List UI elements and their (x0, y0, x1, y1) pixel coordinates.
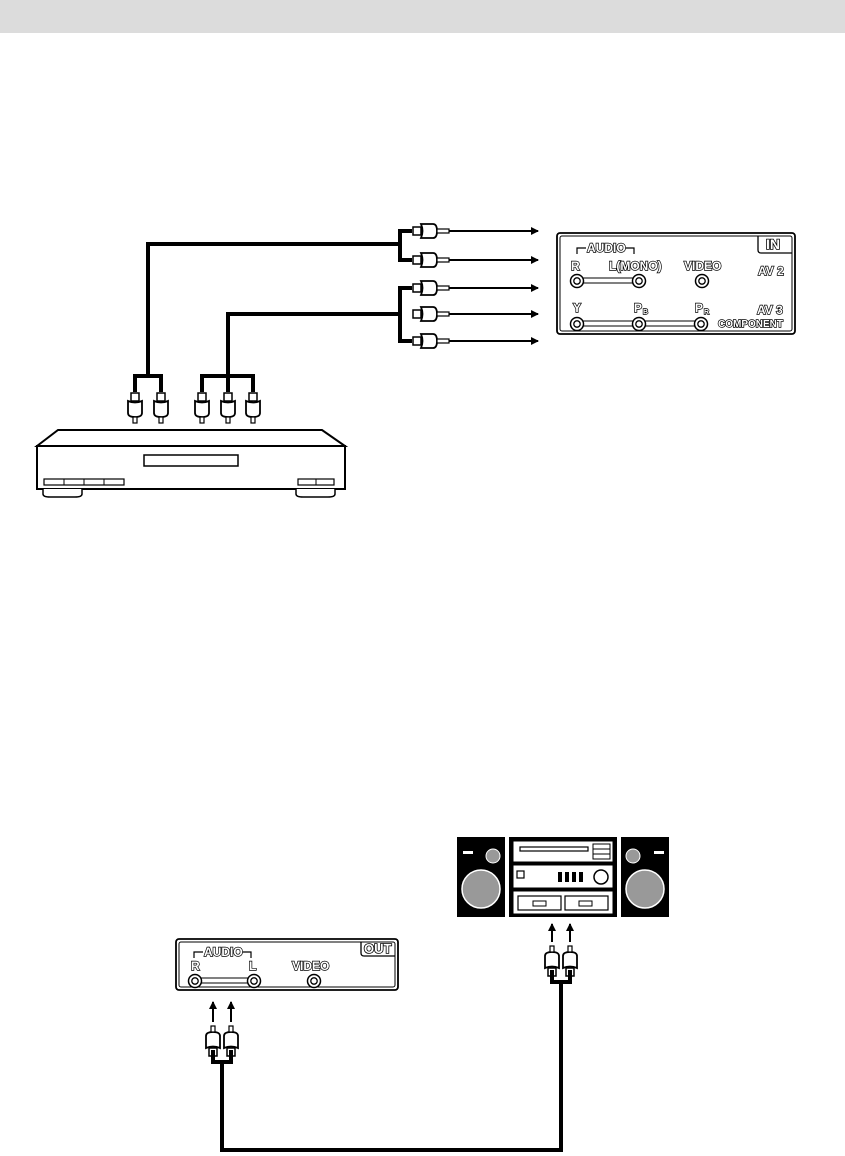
av2-label: AV 2 (758, 264, 784, 278)
rca-plug-pb (412, 306, 450, 322)
out-video-label: VIDEO (292, 959, 329, 973)
device-plug-y (194, 392, 210, 424)
top-bar (0, 0, 845, 33)
out-audio-label: AUDIO (204, 945, 243, 959)
out-r-label: R (191, 959, 200, 973)
component-cable-split (398, 286, 412, 343)
component-cable (226, 312, 400, 374)
stereo-system (509, 837, 617, 917)
audio-cable (146, 242, 400, 374)
pr-sub: R (704, 309, 709, 316)
out-panel: OUT AUDIO R L VIDEO (175, 938, 399, 991)
y-label: Y (573, 301, 581, 315)
r-label: R (571, 259, 580, 273)
disc-tray (143, 454, 239, 467)
in-tag: IN (766, 236, 780, 252)
in-panel: IN AUDIO R L(MONO) VIDEO AV 2 Y P B P R … (556, 232, 796, 335)
out-tag: OUT (364, 941, 392, 956)
out-l-label: L (249, 959, 256, 973)
device-plug-audio-r (127, 392, 143, 424)
audio-label: AUDIO (587, 241, 626, 255)
rca-plug-pr (412, 333, 450, 349)
speaker-left (457, 837, 505, 917)
video-label: VIDEO (684, 259, 721, 273)
speaker-right (621, 837, 669, 917)
device-plug-pr (245, 392, 261, 424)
rca-plug-audio-l (412, 252, 450, 268)
device-plug-audio-l (153, 392, 169, 424)
audio-cable-split (398, 229, 412, 262)
audio-out-cable (211, 970, 572, 1152)
rca-plug-audio-r (412, 223, 450, 239)
av3-label: AV 3 (757, 303, 783, 317)
l-mono-label: L(MONO) (609, 259, 662, 273)
pr-label: P (695, 301, 703, 315)
pb-sub: B (643, 309, 648, 316)
rca-plug-y (412, 280, 450, 296)
device-plug-pb (220, 392, 236, 424)
pb-label: P (634, 301, 642, 315)
component-label: COMPONENT (718, 319, 783, 330)
dvd-player (34, 429, 349, 498)
